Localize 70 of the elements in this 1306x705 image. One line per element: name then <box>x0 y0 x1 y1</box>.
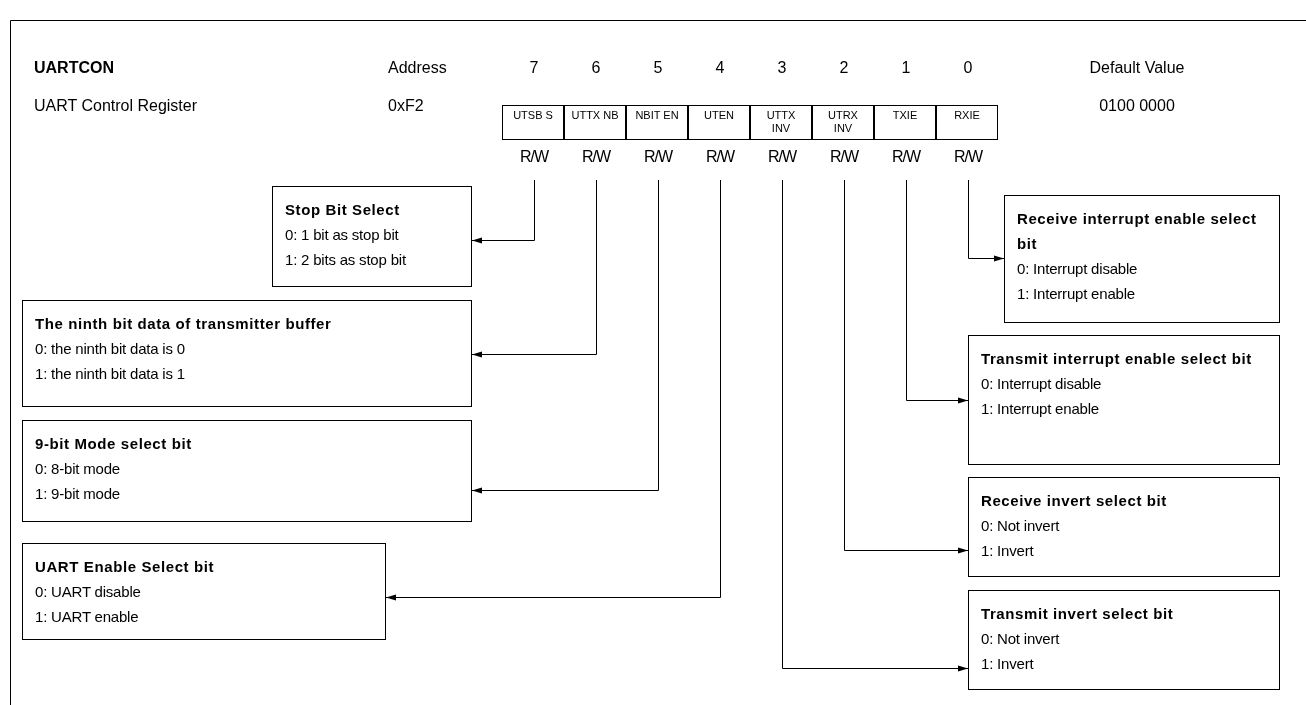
description-box <box>1004 195 1280 323</box>
bit-number: 1 <box>901 58 911 78</box>
description-box <box>22 420 472 522</box>
access-type: R/W <box>828 147 860 167</box>
register-description: UART Control Register <box>34 96 198 116</box>
bit-number: 5 <box>653 58 663 78</box>
bit-field: RXIE <box>936 105 998 140</box>
bit-field: UTSB S <box>502 105 564 140</box>
field-value-text: 1: 9-bit mode <box>35 484 121 504</box>
field-value-text: 1: UART enable <box>35 607 140 627</box>
column-header: Address <box>388 58 447 78</box>
bit-field: UTRX INV <box>812 105 874 140</box>
bit-number: 3 <box>777 58 787 78</box>
bit-field: NBIT EN <box>626 105 688 140</box>
access-type: R/W <box>952 147 984 167</box>
leader-arrow <box>782 179 969 672</box>
description-box <box>968 590 1280 690</box>
field-value-text: 1: Invert <box>981 654 1035 674</box>
field-value-text: 0: 1 bit as stop bit <box>285 225 400 245</box>
access-type: R/W <box>642 147 674 167</box>
field-title: Transmit interrupt enable select bit <box>981 349 1253 369</box>
leader-arrow <box>471 179 659 494</box>
column-header: Default Value <box>1089 58 1185 78</box>
field-value-text: 1: Interrupt enable <box>981 399 1100 419</box>
bit-number: 6 <box>591 58 601 78</box>
access-type: R/W <box>518 147 550 167</box>
field-value-text: 0: Not invert <box>981 516 1061 536</box>
field-value-text: 0: Not invert <box>981 629 1061 649</box>
leader-arrow <box>968 179 1005 262</box>
description-box <box>968 477 1280 577</box>
field-value-text: 0: Interrupt disable <box>1017 259 1139 279</box>
bit-number: 0 <box>963 58 973 78</box>
field-value-text: 0: the ninth bit data is 0 <box>35 339 186 359</box>
leader-arrow <box>471 179 597 358</box>
bit-number: 2 <box>839 58 849 78</box>
field-title: The ninth bit data of transmitter buffer <box>35 314 333 334</box>
field-value-text: 0: 8-bit mode <box>35 459 121 479</box>
default-value: 0100 0000 <box>1099 96 1175 116</box>
register-name: UARTCON <box>34 58 114 78</box>
bit-field: TXIE <box>874 105 936 140</box>
description-box <box>968 335 1280 465</box>
access-type: R/W <box>890 147 922 167</box>
bit-field: UTEN <box>688 105 750 140</box>
field-value-text: 1: 2 bits as stop bit <box>285 250 407 270</box>
field-title: Receive interrupt enable select bit <box>1017 209 1258 254</box>
description-box <box>22 300 472 407</box>
leader-arrow <box>906 179 969 404</box>
bit-field: UTTX NB <box>564 105 626 140</box>
field-title: 9-bit Mode select bit <box>35 434 193 454</box>
bit-number: 4 <box>715 58 725 78</box>
field-value-text: 1: the ninth bit data is 1 <box>35 364 186 384</box>
description-box <box>22 543 386 640</box>
leader-arrow <box>471 179 535 244</box>
bit-field: UTTX INV <box>750 105 812 140</box>
field-value-text: 0: Interrupt disable <box>981 374 1103 394</box>
bit-number: 7 <box>529 58 539 78</box>
field-title: Receive invert select bit <box>981 491 1168 511</box>
field-title: UART Enable Select bit <box>35 557 216 577</box>
field-value-text: 1: Invert <box>981 541 1035 561</box>
register-address: 0xF2 <box>388 96 424 116</box>
field-value-text: 0: UART disable <box>35 582 142 602</box>
field-title: Transmit invert select bit <box>981 604 1175 624</box>
access-type: R/W <box>580 147 612 167</box>
field-title: Stop Bit Select <box>285 200 401 220</box>
leader-arrow <box>844 179 969 554</box>
description-box <box>272 186 472 287</box>
field-value-text: 1: Interrupt enable <box>1017 284 1136 304</box>
leader-arrow <box>385 179 721 601</box>
access-type: R/W <box>704 147 736 167</box>
access-type: R/W <box>766 147 798 167</box>
